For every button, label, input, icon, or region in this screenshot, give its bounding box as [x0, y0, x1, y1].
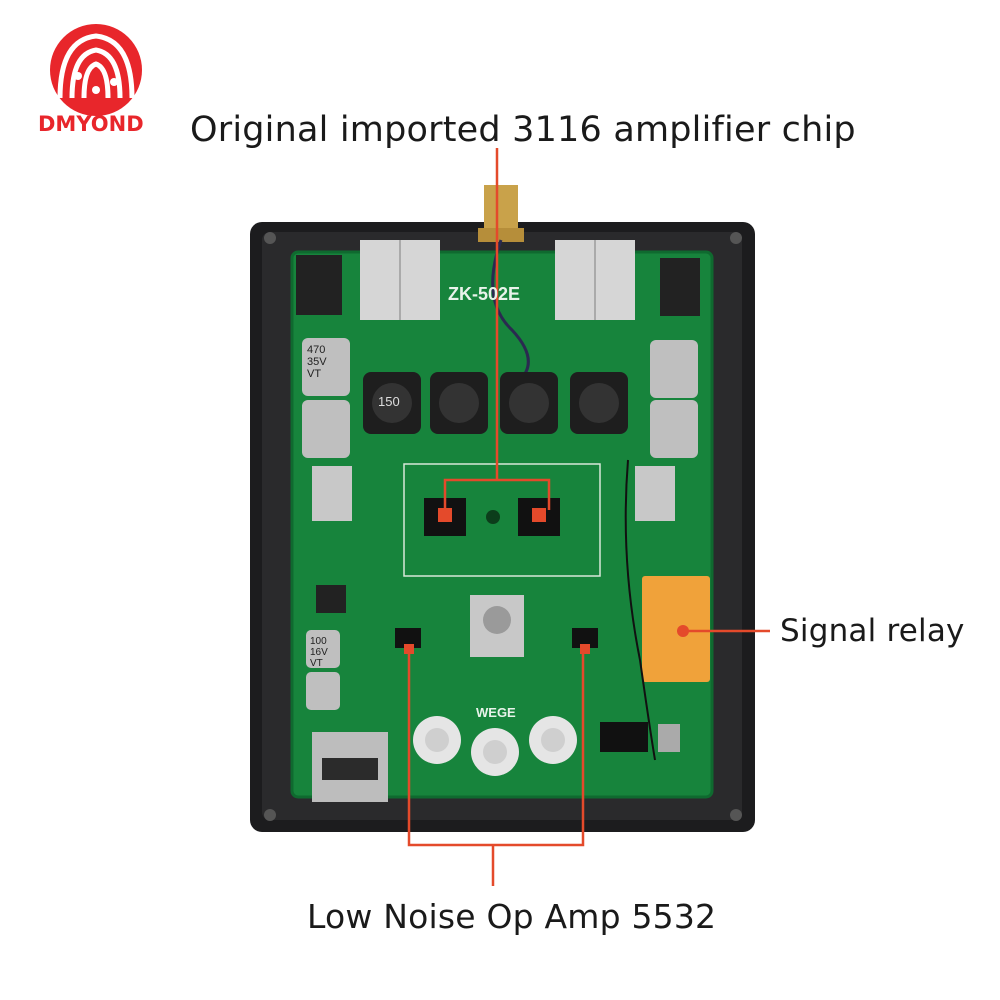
logo-mark-icon: [50, 24, 142, 116]
op-amp-pointer: [407, 650, 585, 847]
pot-left: [312, 466, 352, 521]
board-model-label: ZK-502E: [448, 284, 521, 304]
amp-chip-callout: Original imported 3116 amplifier chip: [190, 110, 856, 150]
op-amp-callout: Low Noise Op Amp 5532: [307, 897, 717, 936]
signal-relay-callout: Signal relay: [780, 613, 965, 649]
signal-relay: [642, 576, 710, 682]
capacitor-large: [302, 338, 698, 458]
op-amp-left: [395, 628, 421, 648]
logo-text: DMYOND: [38, 112, 144, 136]
knob-label: WEGE: [476, 705, 516, 720]
cap-label-small: 100 16V VT: [310, 636, 328, 669]
pot-right: [635, 466, 675, 521]
cap-label-large: 470 35V VT: [307, 344, 327, 380]
op-amp-right: [572, 628, 598, 648]
inductor-label: 150: [378, 394, 400, 409]
inductors: [363, 372, 628, 434]
